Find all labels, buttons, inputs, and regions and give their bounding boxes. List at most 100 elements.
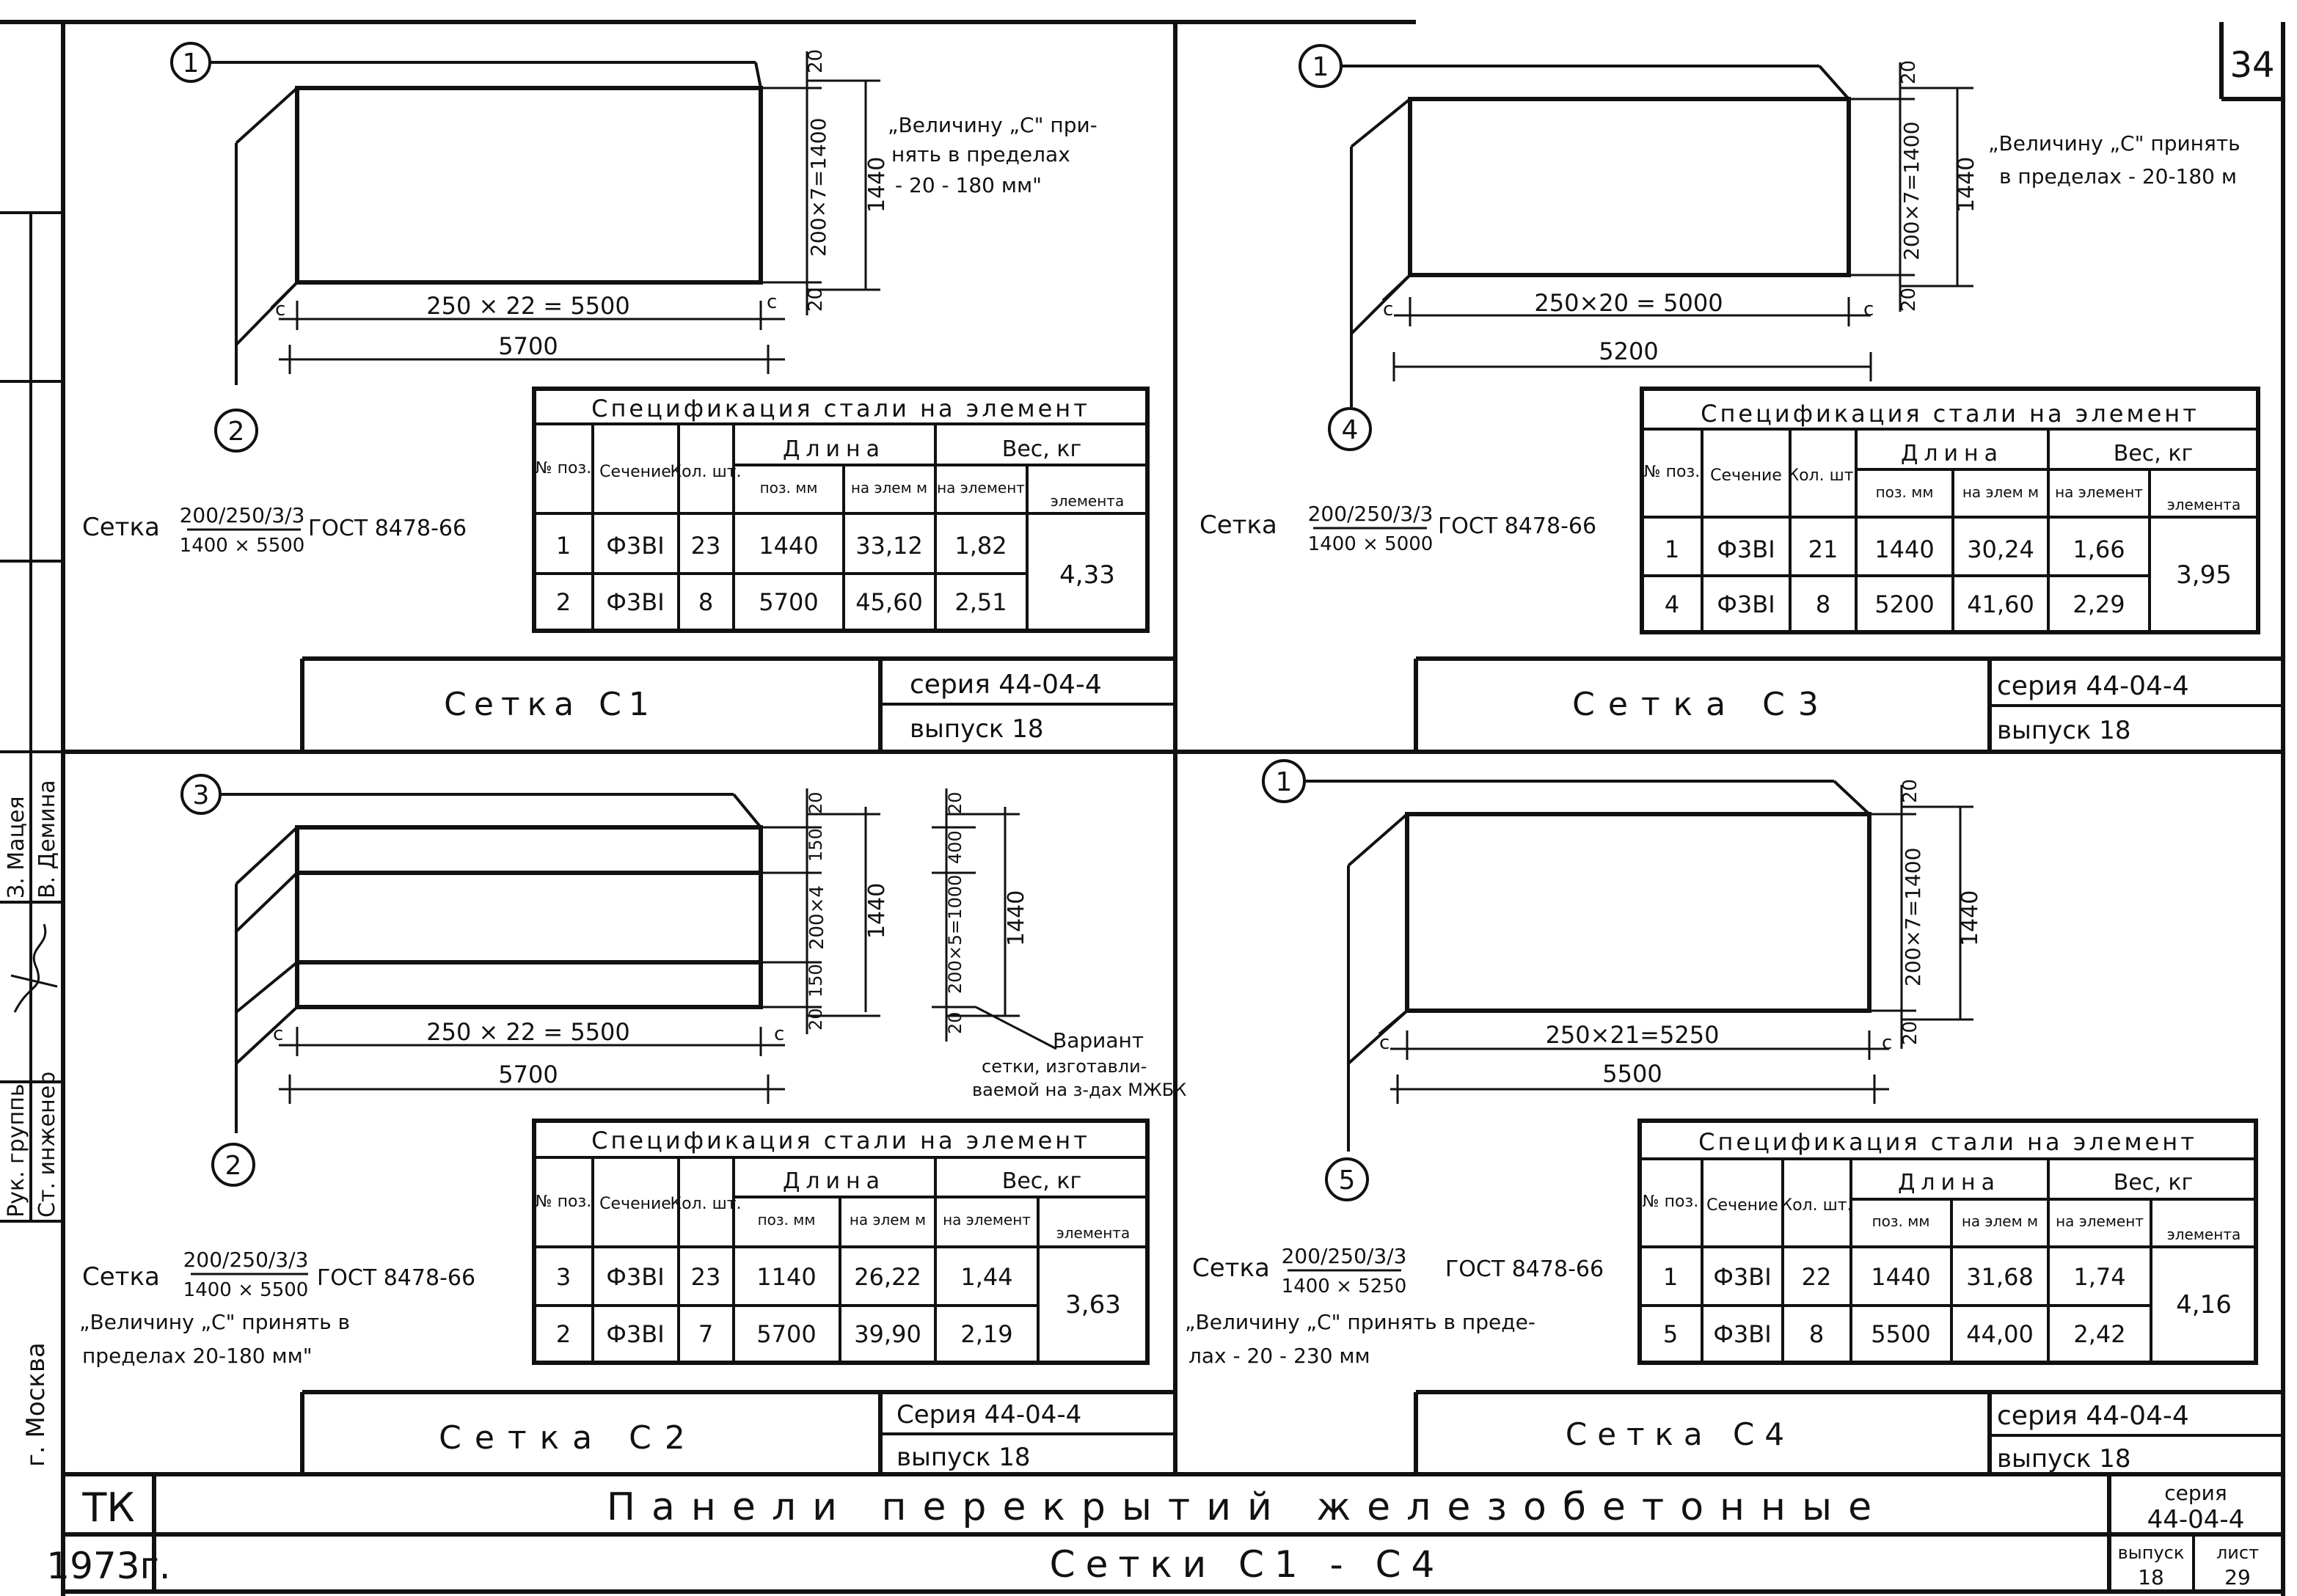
callout-c4-side-number: 5 xyxy=(1339,1165,1356,1196)
c4-mesh-num: 200/250/3/3 xyxy=(1282,1244,1407,1268)
c1-w-total: 4,33 xyxy=(1059,560,1115,590)
c3-th-qty: Кол. шт. xyxy=(1787,466,1858,485)
c4-r1-len-elem: 31,68 xyxy=(1966,1263,2034,1291)
callout-c2-top-number: 3 xyxy=(193,780,210,810)
c1-issue: выпуск 18 xyxy=(910,714,1044,744)
c1-r2-len-pos: 5700 xyxy=(759,588,818,616)
c4-dim-top: 20 xyxy=(1899,779,1921,803)
c2-dim-top: 20 xyxy=(806,791,826,814)
c4-r1-w-elem: 1,74 xyxy=(2073,1263,2125,1291)
panel-title-strip-c1 xyxy=(300,656,1175,752)
c3-r2-qty: 8 xyxy=(1816,590,1830,618)
c3-mesh-num: 200/250/3/3 xyxy=(1308,502,1434,526)
c3-w-total: 3,95 xyxy=(2176,560,2232,590)
c4-dim-bot: 20 xyxy=(1899,1021,1921,1045)
c3-mesh-den: 1400 × 5000 xyxy=(1308,533,1434,555)
c2-note-1: „Величину „С" принять в xyxy=(79,1310,350,1334)
c3-th-len-pos: поз. мм xyxy=(1876,483,1934,501)
callout-c1-side-number: 2 xyxy=(228,417,245,447)
c1-dim-horiz: 250 × 22 = 5500 xyxy=(426,292,630,320)
c3-th-pos: № поз. xyxy=(1644,463,1700,481)
callout-c3-side-number: 4 xyxy=(1342,415,1359,445)
c1-note-2: нять в пределах xyxy=(891,142,1070,166)
sheet-title-main: Панели перекрытий железобетонные xyxy=(607,1485,1888,1529)
c2-r2-section: Ф3ВI xyxy=(606,1320,664,1348)
c3-dim-mid: 200×7=1400 xyxy=(1899,122,1924,260)
c2-r1-pos: 3 xyxy=(556,1263,571,1291)
panel-c1 xyxy=(170,42,880,453)
table-row: 3 Ф3ВI 23 1140 26,22 1,44 xyxy=(556,1263,1013,1291)
c2-panel-title: Сетка С2 xyxy=(439,1419,698,1457)
c2-gost: ГОСТ 8478-66 xyxy=(317,1265,475,1291)
callout-c3-side xyxy=(1328,407,1372,451)
c2-series: Серия 44-04-4 xyxy=(896,1400,1081,1430)
c3-r1-len-elem: 30,24 xyxy=(1967,535,2034,563)
c1-r1-len-pos: 1440 xyxy=(759,532,818,560)
c3-r2-pos: 4 xyxy=(1665,590,1679,618)
panel-c3 xyxy=(1299,44,1973,451)
c3-r1-w-elem: 1,66 xyxy=(2073,535,2125,563)
c1-r2-w-elem: 2,51 xyxy=(954,588,1007,616)
c4-th-w-elem: на элемент xyxy=(2056,1212,2144,1230)
table-row: 1 Ф3ВI 22 1440 31,68 1,74 xyxy=(1663,1263,2126,1291)
c2-w-total: 3,63 xyxy=(1065,1290,1121,1319)
c2-dim-total: 1440 xyxy=(864,883,890,939)
c3-th-section: Сечение xyxy=(1710,466,1782,485)
c3-r2-len-elem: 41,60 xyxy=(1967,590,2034,618)
callout-c4-side xyxy=(1325,1157,1369,1201)
callout-c1-top-number: 1 xyxy=(183,48,200,78)
c3-series: серия 44-04-4 xyxy=(1997,671,2189,701)
panel-title-strip-c2 xyxy=(300,1390,1175,1474)
table-row: 1 Ф3ВI 21 1440 30,24 1,66 xyxy=(1665,535,2125,563)
c4-r2-len-pos: 5500 xyxy=(1871,1320,1930,1348)
c4-series: серия 44-04-4 xyxy=(1997,1401,2189,1431)
c4-w-total: 4,16 xyxy=(2176,1290,2232,1319)
c3-dim-total: 1440 xyxy=(1954,157,1979,213)
c3-th-weight: Вес, кг xyxy=(2114,441,2194,466)
c3-r2-section: Ф3ВI xyxy=(1717,590,1775,618)
c2-r1-len-pos: 1140 xyxy=(756,1263,816,1291)
c3-th-w-total: элемента xyxy=(2167,496,2241,513)
c4-th-length: Длина xyxy=(1898,1170,2001,1196)
c1-th-w-elem: на элемент xyxy=(937,479,1025,497)
c4-c-right: c xyxy=(1882,1032,1892,1054)
c2-th-w-elem: на элемент xyxy=(943,1211,1031,1229)
signature-mark xyxy=(10,923,58,1013)
stamp-role-2: Ст. инженер xyxy=(34,1072,60,1218)
c1-th-len-pos: поз. мм xyxy=(760,479,818,497)
table-row: 1 Ф3ВI 23 1440 33,12 1,82 xyxy=(556,532,1007,560)
c3-note-2: в пределах - 20-180 м xyxy=(1999,164,2237,188)
c4-th-pos: № поз. xyxy=(1643,1193,1698,1211)
c2-mesh-den: 1400 × 5500 xyxy=(183,1279,309,1301)
panel-c4 xyxy=(1262,759,1973,1201)
c1-th-length: Длина xyxy=(783,436,885,462)
c4-r2-pos: 5 xyxy=(1663,1320,1678,1348)
c2-variant-note-1: Вариант xyxy=(1053,1028,1144,1053)
c2-c-left: c xyxy=(273,1023,283,1045)
c2-r2-w-elem: 2,19 xyxy=(960,1320,1012,1348)
c1-th-pos: № поз. xyxy=(536,459,591,477)
c3-table-title: Спецификация стали на элемент xyxy=(1701,400,2199,428)
c3-r2-len-pos: 5200 xyxy=(1874,590,1934,618)
c1-dim-total: 1440 xyxy=(864,157,890,213)
c2-th-w-total: элемента xyxy=(1056,1224,1130,1242)
c1-th-weight: Вес, кг xyxy=(1002,436,1082,462)
c1-r1-w-elem: 1,82 xyxy=(954,532,1007,560)
c1-r2-section: Ф3ВI xyxy=(606,588,664,616)
stamp-city: г. Москва xyxy=(21,1342,51,1467)
callout-c2-side xyxy=(211,1143,255,1187)
c1-mesh-den: 1400 × 5500 xyxy=(180,535,305,557)
c2-r1-len-elem: 26,22 xyxy=(854,1263,921,1291)
c3-r2-w-elem: 2,29 xyxy=(2073,590,2125,618)
c4-dim-overall: 5500 xyxy=(1602,1060,1662,1088)
c4-r2-w-elem: 2,42 xyxy=(2073,1320,2125,1348)
c2-variant-total: 1440 xyxy=(1004,890,1029,946)
stamp-org: ТК xyxy=(81,1485,134,1531)
c3-issue: выпуск 18 xyxy=(1997,716,2131,745)
stamp-name-2: В. Демина xyxy=(34,780,60,898)
c2-table-title: Спецификация стали на элемент xyxy=(591,1127,1090,1154)
callout-c1-side xyxy=(214,409,258,453)
c4-r2-section: Ф3ВI xyxy=(1713,1320,1771,1348)
sheet-number: 34 xyxy=(2230,45,2274,86)
c4-panel-title: Сетка С4 xyxy=(1566,1416,1794,1452)
